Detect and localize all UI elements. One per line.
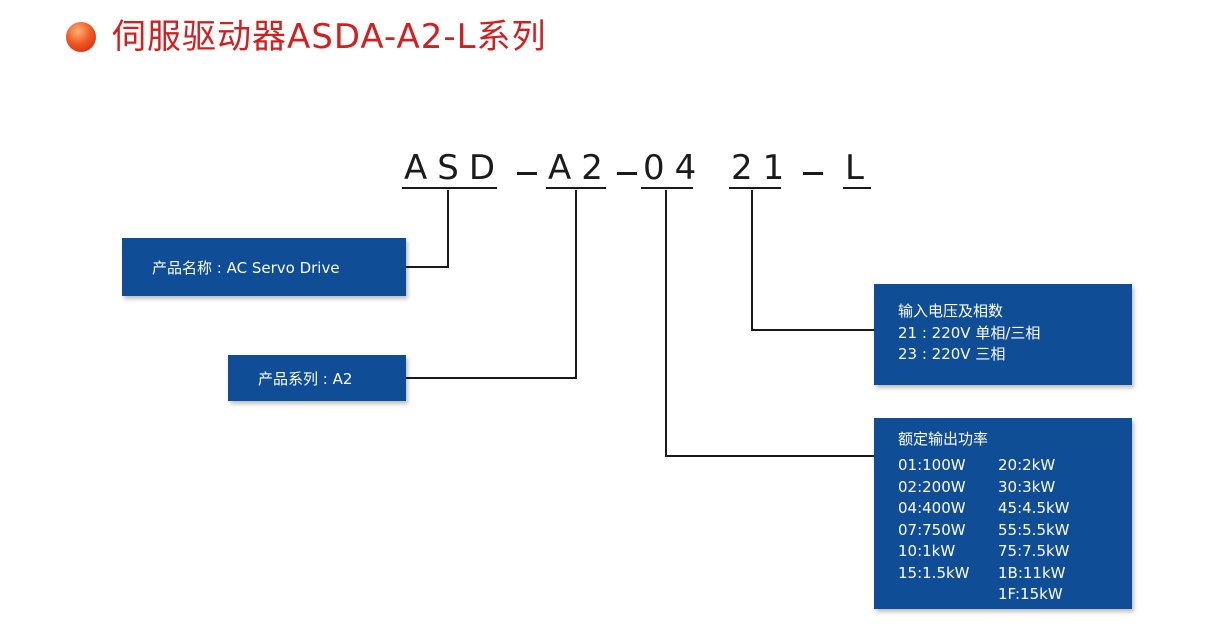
power-code: 10:1kW — [898, 542, 956, 560]
power-code: 1F:15kW — [998, 585, 1063, 603]
rated-power-box: 额定输出功率 01:100W 20:2kW 02:200W 30:3kW 04:… — [874, 418, 1132, 609]
code-underline-series — [546, 187, 606, 189]
product-series-text: 产品系列 : A2 — [258, 369, 353, 388]
input-voltage-title: 输入电压及相数 — [898, 302, 1004, 320]
product-name-box: 产品名称 : AC Servo Drive — [122, 238, 406, 296]
code-dash — [617, 172, 637, 175]
power-code: 02:200W — [898, 477, 966, 496]
code-segment-asd: ASD — [404, 148, 506, 188]
product-series-box: 产品系列 : A2 — [228, 355, 406, 401]
connector-input-voltage — [751, 190, 874, 331]
connector-rated-power — [665, 190, 874, 457]
rated-power-table: 01:100W 20:2kW 02:200W 30:3kW 04:400W 45… — [898, 455, 1132, 606]
bullet-icon — [66, 22, 96, 52]
rated-power-title: 额定输出功率 — [898, 430, 989, 448]
page-title: 伺服驱动器ASDA-A2-L系列 — [112, 17, 547, 57]
power-code: 07:750W — [898, 520, 966, 539]
page-header: 伺服驱动器ASDA-A2-L系列 — [66, 12, 547, 62]
input-voltage-line: 21 : 220V 单相/三相 — [898, 324, 1041, 342]
product-name-text: 产品名称 : AC Servo Drive — [152, 258, 340, 277]
power-code: 01:100W — [898, 456, 966, 474]
code-underline-power — [641, 187, 693, 189]
code-segment-power: 04 — [643, 148, 707, 188]
input-voltage-line: 23 : 220V 三相 — [898, 345, 1006, 363]
power-code: 1B:11kW — [998, 563, 1066, 582]
connector-product-series — [406, 190, 577, 379]
code-segment-type: L — [845, 148, 874, 188]
input-voltage-box: 输入电压及相数 21 : 220V 单相/三相 23 : 220V 三相 — [874, 284, 1132, 385]
power-code: 20:2kW — [998, 456, 1056, 474]
code-segment-voltage: 21 — [731, 148, 795, 188]
code-dash — [803, 172, 823, 175]
power-code: 75:7.5kW — [998, 542, 1070, 560]
power-code: 15:1.5kW — [898, 563, 970, 582]
power-code — [898, 584, 998, 606]
code-segment-series: A2 — [548, 148, 613, 188]
power-code: 30:3kW — [998, 477, 1056, 496]
power-code: 55:5.5kW — [998, 520, 1070, 539]
code-underline-voltage — [729, 187, 781, 189]
power-code: 45:4.5kW — [998, 499, 1070, 517]
code-underline-type — [843, 187, 871, 189]
code-underline-asd — [402, 187, 497, 189]
power-code: 04:400W — [898, 499, 966, 517]
code-dash — [517, 172, 537, 175]
